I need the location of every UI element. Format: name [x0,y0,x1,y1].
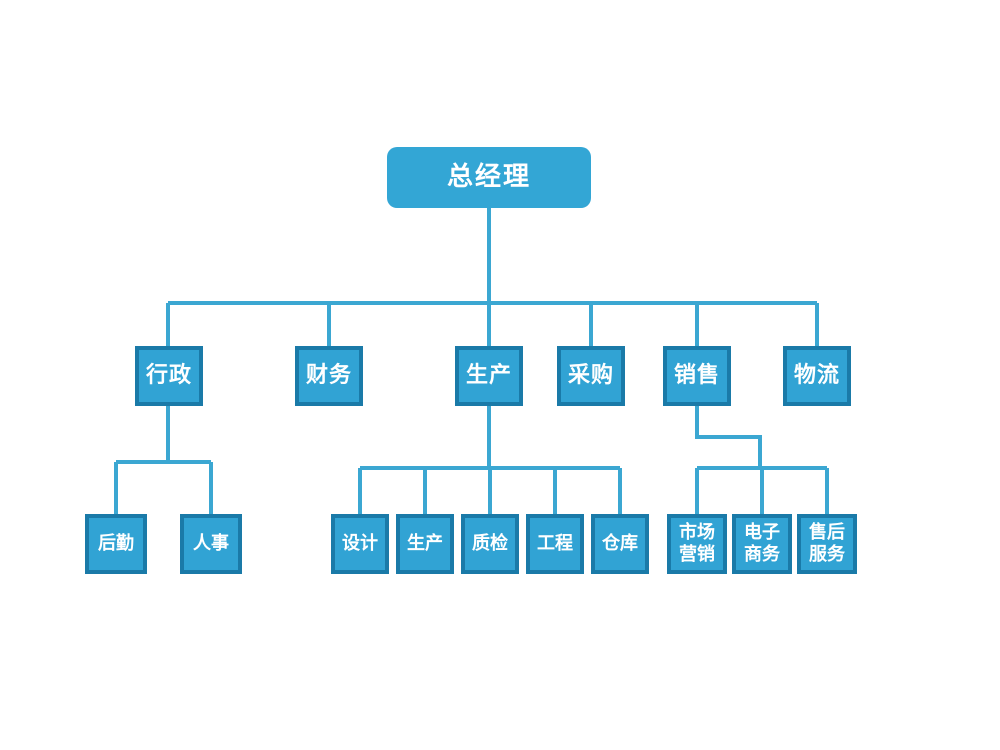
connector-sales-stem-step [695,406,762,468]
node-department-logistics-label: 物流 [793,362,840,388]
node-general-manager[interactable]: 总经理 [387,147,591,208]
node-subunit-engineering[interactable]: 工程 [526,514,584,574]
node-subunit-marketing-label: 市场 营销 [679,521,715,566]
node-department-admin-label: 行政 [145,362,192,388]
node-department-production[interactable]: 生产 [455,346,523,406]
node-subunit-ecommerce-label: 电子 商务 [744,521,780,566]
node-subunit-quality-label: 质检 [472,532,508,554]
node-subunit-hr[interactable]: 人事 [180,514,242,574]
node-subunit-warehouse-label: 仓库 [602,532,638,554]
node-department-admin[interactable]: 行政 [135,346,203,406]
node-subunit-ecommerce[interactable]: 电子 商务 [732,514,792,574]
node-subunit-logistics-support-label: 后勤 [98,532,134,554]
node-subunit-marketing[interactable]: 市场 营销 [667,514,727,574]
node-general-manager-label: 总经理 [446,161,531,192]
node-department-sales-label: 销售 [673,362,720,388]
node-subunit-engineering-label: 工程 [537,532,573,554]
node-department-logistics[interactable]: 物流 [783,346,851,406]
node-department-finance[interactable]: 财务 [295,346,363,406]
node-department-finance-label: 财务 [305,362,352,388]
node-subunit-quality[interactable]: 质检 [461,514,519,574]
node-subunit-after-sales-label: 售后 服务 [809,521,845,566]
node-department-production-label: 生产 [465,362,512,388]
node-department-purchasing-label: 采购 [567,362,614,388]
node-subunit-design[interactable]: 设计 [331,514,389,574]
node-subunit-logistics-support[interactable]: 后勤 [85,514,147,574]
node-department-sales[interactable]: 销售 [663,346,731,406]
node-subunit-after-sales[interactable]: 售后 服务 [797,514,857,574]
node-subunit-design-label: 设计 [342,532,378,554]
node-subunit-manufacturing-label: 生产 [407,532,443,554]
node-department-purchasing[interactable]: 采购 [557,346,625,406]
node-subunit-hr-label: 人事 [193,532,229,554]
node-subunit-warehouse[interactable]: 仓库 [591,514,649,574]
node-subunit-manufacturing[interactable]: 生产 [396,514,454,574]
